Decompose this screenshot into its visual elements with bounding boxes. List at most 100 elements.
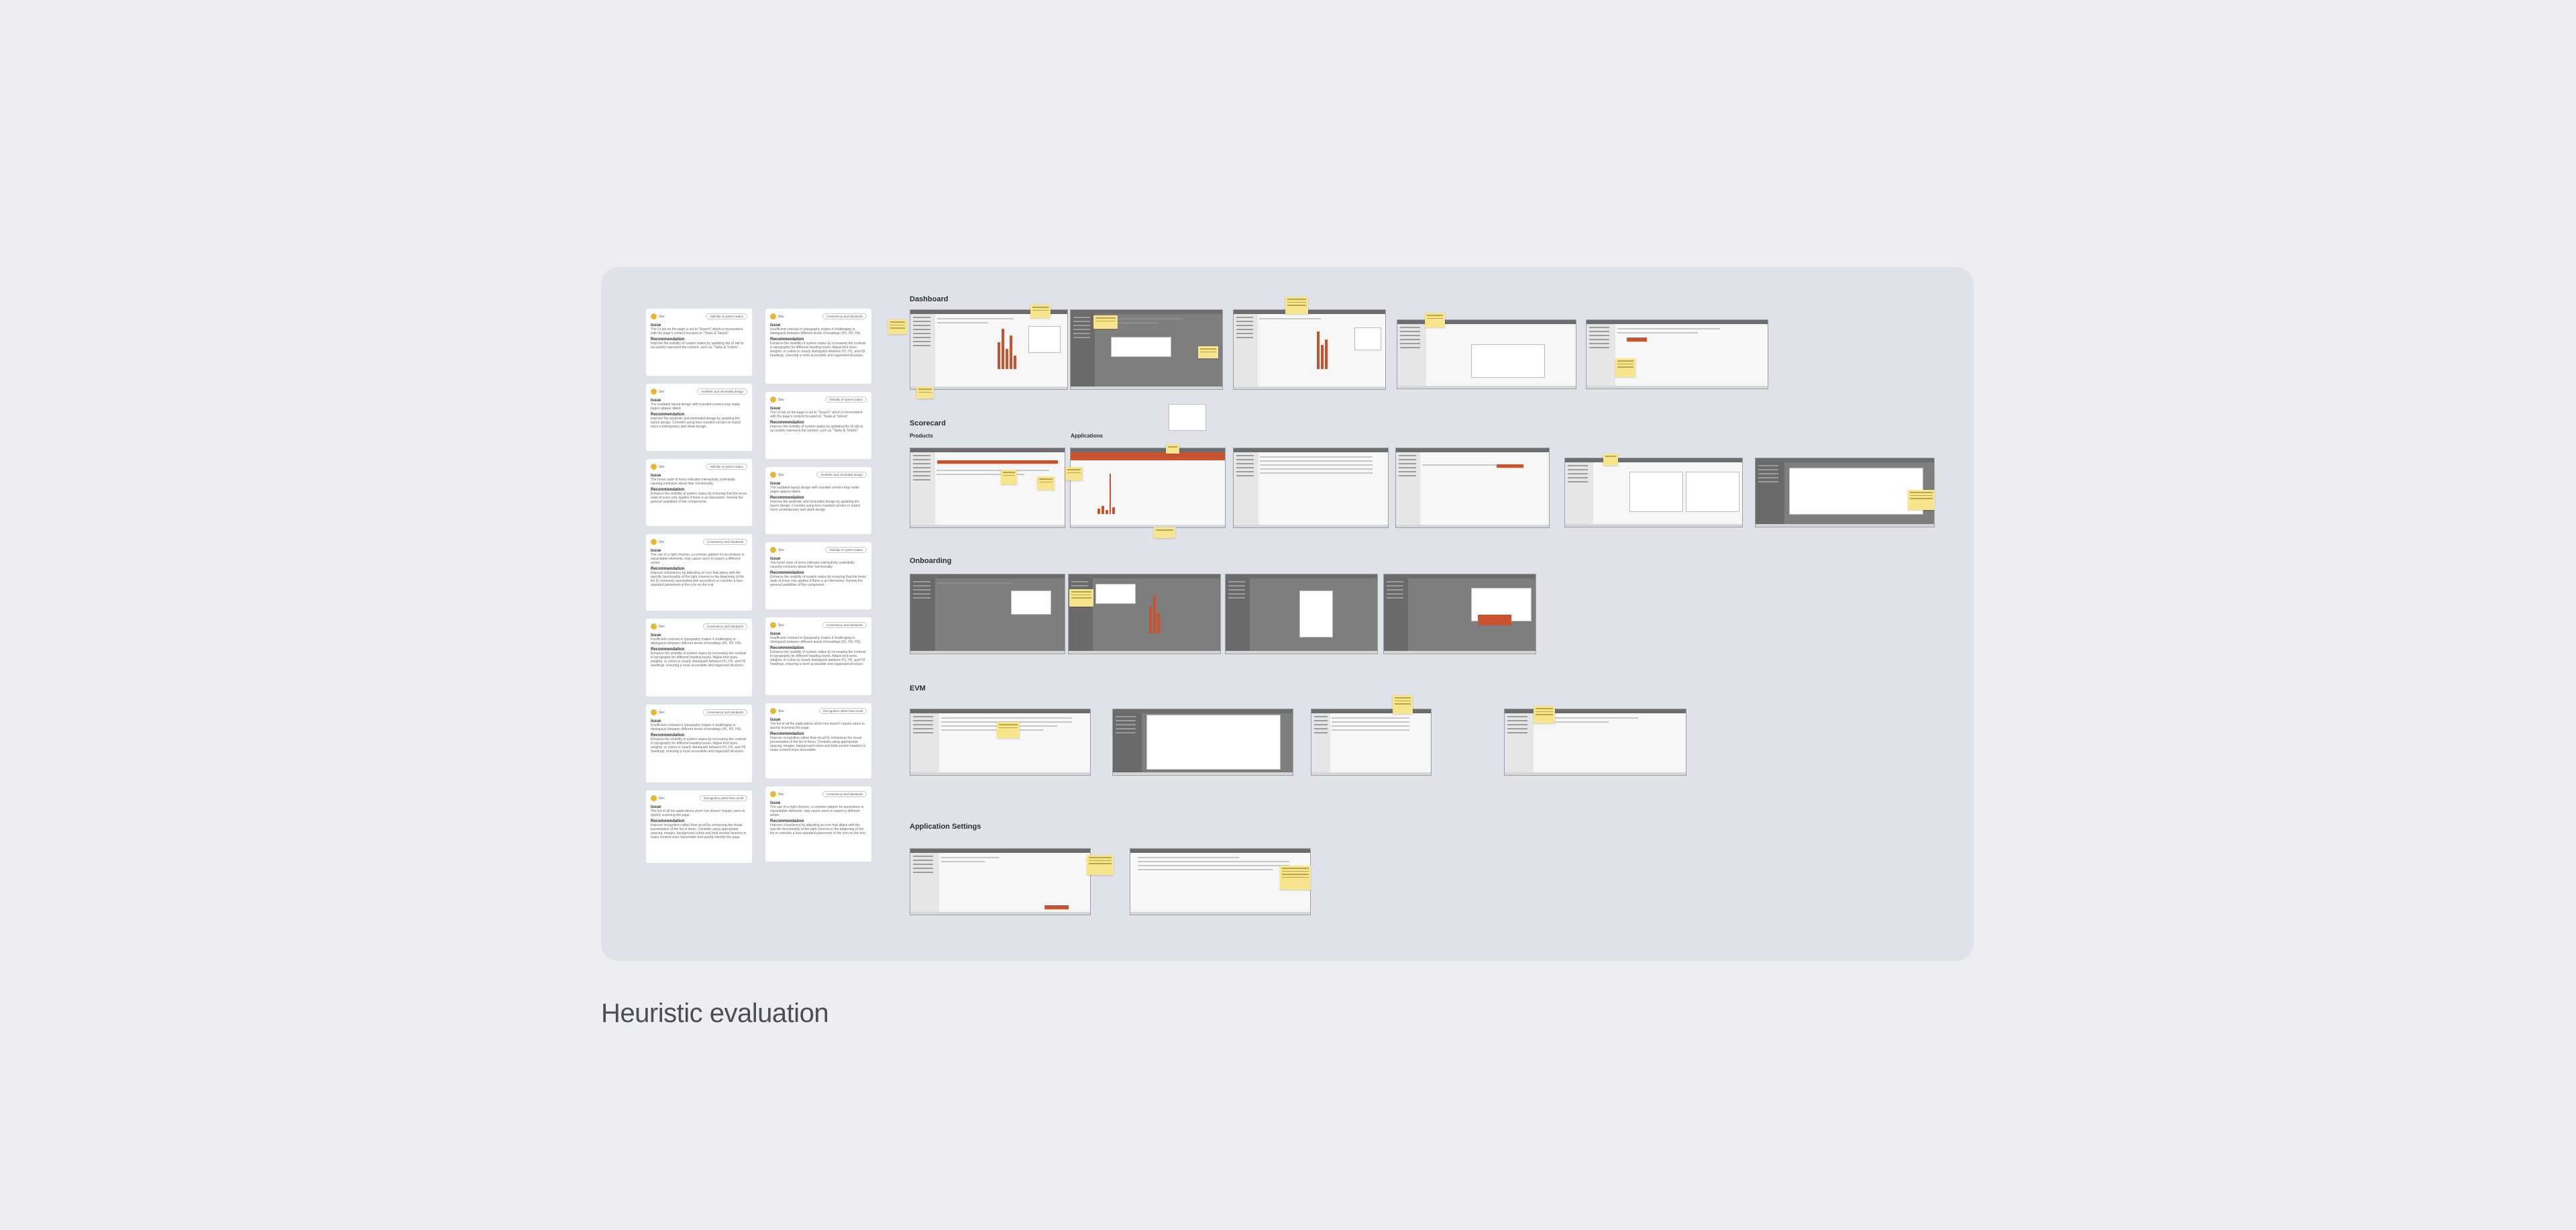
issue-text: The hover state of icons indicates inter…: [770, 561, 855, 569]
section-dashboard: Dashboard: [910, 295, 949, 303]
dashboard-screenshot[interactable]: [1586, 319, 1768, 389]
heuristic-tag: Consistency and standards: [702, 539, 747, 545]
scorecard-screenshot[interactable]: [1395, 448, 1550, 528]
issue-text: The outdated layout design with rounded …: [770, 486, 859, 494]
recommendation-heading: Recommendation: [651, 819, 685, 823]
scorecard-screenshot[interactable]: [1755, 458, 1935, 527]
recommendation-heading: Recommendation: [651, 648, 685, 652]
severity-label: Sev: [659, 624, 665, 629]
evm-screenshot[interactable]: [910, 709, 1091, 776]
sticky-note: [1198, 346, 1218, 358]
dashboard-screenshot[interactable]: [910, 309, 1068, 390]
heuristic-tag: Visibility of system status: [706, 464, 747, 470]
issue-heading: Issue: [651, 549, 661, 553]
issue-heading: Issue: [770, 407, 781, 411]
issue-heading: Issue: [651, 719, 661, 723]
scorecard-products-screenshot[interactable]: [910, 448, 1065, 528]
issue-heading: Issue: [770, 482, 781, 486]
heuristic-tag: Consistency and standards: [822, 622, 867, 628]
recommendation-text: Enhance the visibility of system status …: [770, 342, 866, 358]
severity-icon: [651, 539, 657, 545]
severity-label: Sev: [659, 389, 665, 394]
recommendation-heading: Recommendation: [651, 413, 685, 417]
onboarding-screenshot[interactable]: [1383, 574, 1536, 654]
recommendation-heading: Recommendation: [651, 338, 685, 342]
issue-heading: Issue: [651, 805, 661, 809]
severity-icon: [770, 313, 776, 319]
dashboard-screenshot[interactable]: [1233, 309, 1386, 390]
dashboard-screenshot[interactable]: [1397, 319, 1576, 389]
heuristic-tag: Consistency and standards: [822, 791, 867, 797]
app-settings-screenshot[interactable]: [910, 848, 1091, 915]
heuristic-card[interactable]: Sev Visibility of system status Issue The…: [765, 542, 871, 609]
severity-icon: [770, 397, 776, 403]
sticky-note: [1166, 444, 1179, 454]
scorecard-screenshot[interactable]: [1564, 458, 1743, 527]
issue-text: The hover state of icons indicates inter…: [651, 478, 735, 486]
recommendation-heading: Recommendation: [651, 567, 685, 571]
evm-screenshot[interactable]: [1504, 709, 1686, 776]
recommendation-heading: Recommendation: [651, 488, 685, 492]
app-settings-screenshot[interactable]: [1130, 848, 1311, 915]
onboarding-screenshot[interactable]: [1068, 574, 1221, 654]
issue-heading: Issue: [651, 323, 661, 327]
issue-heading: Issue: [770, 557, 781, 561]
issue-heading: Issue: [651, 474, 661, 478]
scorecard-applications-screenshot[interactable]: [1070, 448, 1226, 528]
heuristic-tag: Consistency and standards: [702, 623, 747, 629]
severity-icon: [651, 313, 657, 319]
sticky-note: [1615, 358, 1635, 377]
recommendation-text: Improve the visibility of system status …: [770, 425, 863, 433]
scorecard-screenshot[interactable]: [1233, 448, 1389, 528]
onboarding-screenshot[interactable]: [1225, 574, 1378, 654]
issue-text: Insufficient contrast in typography make…: [770, 327, 861, 336]
issue-text: The list of all the applications when on…: [770, 722, 865, 730]
severity-label: Sev: [778, 397, 784, 402]
sticky-note: [888, 319, 907, 334]
heuristic-tag: Visibility of system status: [825, 547, 867, 553]
issue-text: Insufficient contrast in typography make…: [770, 636, 861, 644]
evm-screenshot[interactable]: [1311, 709, 1432, 776]
issue-heading: Issue: [651, 633, 661, 637]
severity-label: Sev: [778, 792, 784, 797]
sticky-note: [1093, 315, 1118, 329]
heuristic-tag: Recognition rather than recall: [819, 708, 867, 714]
heuristic-tag: Recognition rather than recall: [700, 795, 747, 801]
sticky-note: [1908, 490, 1935, 510]
recommendation-heading: Recommendation: [770, 421, 804, 425]
severity-label: Sev: [778, 472, 784, 477]
issue-text: The UI tab on the page is set to "Search…: [770, 411, 863, 419]
recommendation-text: Improve the aesthetic and minimalist des…: [651, 417, 741, 429]
section-application-settings: Application Settings: [910, 823, 981, 831]
severity-label: Sev: [778, 548, 784, 552]
severity-icon: [651, 795, 657, 801]
onboarding-screenshot[interactable]: [910, 574, 1065, 654]
sticky-note: [916, 387, 934, 399]
severity-label: Sev: [659, 314, 665, 319]
sticky-note: [1037, 476, 1055, 490]
severity-icon: [651, 709, 657, 715]
recommendation-text: Enhance the visibility of system status …: [651, 652, 747, 668]
evm-screenshot[interactable]: [1112, 709, 1293, 776]
issue-heading: Issue: [770, 323, 781, 327]
sticky-note: [1603, 454, 1618, 466]
severity-icon: [770, 791, 776, 797]
recommendation-heading: Recommendation: [770, 338, 804, 342]
recommendation-text: Improve the aesthetic and minimalist des…: [770, 500, 861, 512]
section-evm: EVM: [910, 684, 926, 693]
recommendation-heading: Recommendation: [770, 819, 804, 823]
issue-text: The UI tab on the page is set to "Search…: [651, 327, 743, 336]
